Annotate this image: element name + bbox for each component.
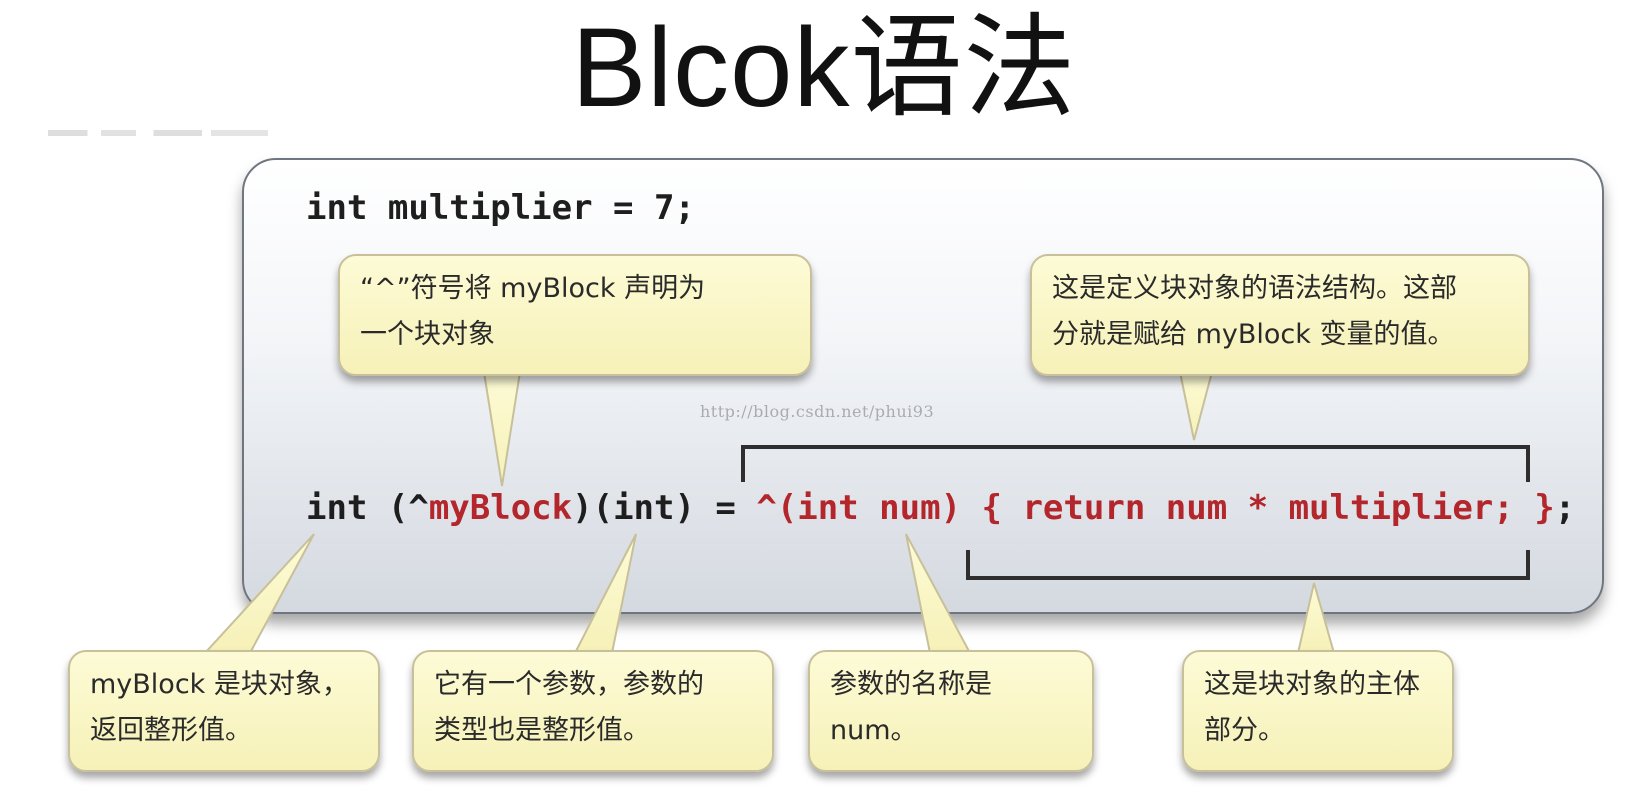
code-decl-suffix: ; <box>1554 488 1576 528</box>
code-decl-prefix: int (^ <box>306 488 429 528</box>
caret-callout-line1: “^”符号将 myBlock 声明为 <box>360 273 706 304</box>
body-callout: 这是块对象的主体 部分。 <box>1182 650 1454 772</box>
diagram-title: Blcok语法 <box>571 5 1077 130</box>
definition-callout-line1: 这是定义块对象的语法结构。这部 <box>1052 273 1457 304</box>
code-decl-mid: )(int) = <box>572 488 757 528</box>
param-type-callout-line1: 它有一个参数，参数的 <box>434 669 704 700</box>
body-bracket <box>966 550 1530 580</box>
param-name-callout: 参数的名称是 num。 <box>808 650 1094 772</box>
block-object-callout-line1: myBlock 是块对象， <box>90 669 349 700</box>
code-line-block-declaration: int (^myBlock)(int) = ^(int num) { retur… <box>306 488 1575 528</box>
body-callout-line1: 这是块对象的主体 <box>1204 669 1420 700</box>
definition-callout-line2: 分就是赋给 myBlock 变量的值。 <box>1052 319 1455 350</box>
code-line-multiplier: int multiplier = 7; <box>306 188 695 228</box>
caret-callout-tail <box>482 371 522 487</box>
param-type-callout: 它有一个参数，参数的 类型也是整形值。 <box>412 650 774 772</box>
body-callout-tail <box>1296 582 1336 654</box>
param-name-callout-line1: 参数的名称是 <box>830 669 992 700</box>
caret-callout: “^”符号将 myBlock 声明为 一个块对象 <box>338 254 812 376</box>
faded-text-artifact <box>48 130 268 136</box>
definition-callout: 这是定义块对象的语法结构。这部 分就是赋给 myBlock 变量的值。 <box>1030 254 1530 376</box>
block-object-callout-tail <box>202 533 315 654</box>
block-object-callout: myBlock 是块对象， 返回整形值。 <box>68 650 380 772</box>
block-object-callout-line2: 返回整形值。 <box>90 715 252 746</box>
param-type-callout-tail <box>573 533 637 654</box>
caret-callout-line2: 一个块对象 <box>360 319 495 350</box>
param-name-callout-line2: num。 <box>830 715 918 746</box>
param-type-callout-line2: 类型也是整形值。 <box>434 715 650 746</box>
definition-callout-tail <box>1178 371 1214 441</box>
watermark: http://blog.csdn.net/phui93 <box>700 402 935 421</box>
param-name-callout-tail <box>905 533 972 654</box>
definition-bracket <box>741 445 1530 482</box>
body-callout-line2: 部分。 <box>1204 715 1285 746</box>
code-block-literal: ^(int num) { return num * multiplier; } <box>756 488 1555 528</box>
code-panel <box>242 158 1604 614</box>
code-block-name: myBlock <box>428 488 573 528</box>
